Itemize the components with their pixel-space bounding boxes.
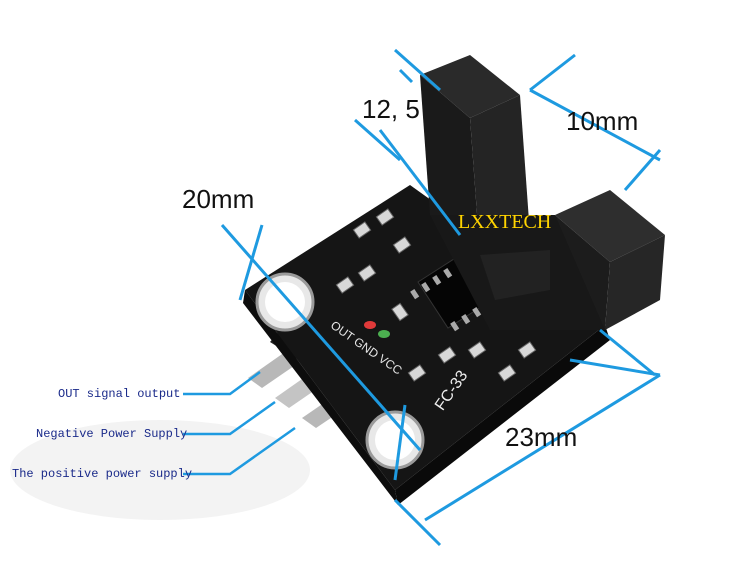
brand-label: LXXTECH <box>458 211 552 233</box>
signal-led <box>378 330 390 338</box>
dimension-lines <box>220 48 662 547</box>
pin-label-out: OUT signal output <box>58 387 181 401</box>
dimension-label-20mm: 20mm <box>182 184 255 214</box>
dimension-label-12-5: 12, 5 <box>362 94 420 124</box>
dimension-label-23mm: 23mm <box>505 422 578 452</box>
power-led <box>364 321 376 329</box>
pin-leaders <box>183 370 296 476</box>
pin-label-positive: The positive power supply <box>12 467 193 481</box>
shadow <box>10 420 310 520</box>
dimension-label-10mm: 10mm <box>566 106 639 136</box>
pin-label-negative: Negative Power Supply <box>36 427 188 441</box>
slot-sensor <box>420 55 665 330</box>
